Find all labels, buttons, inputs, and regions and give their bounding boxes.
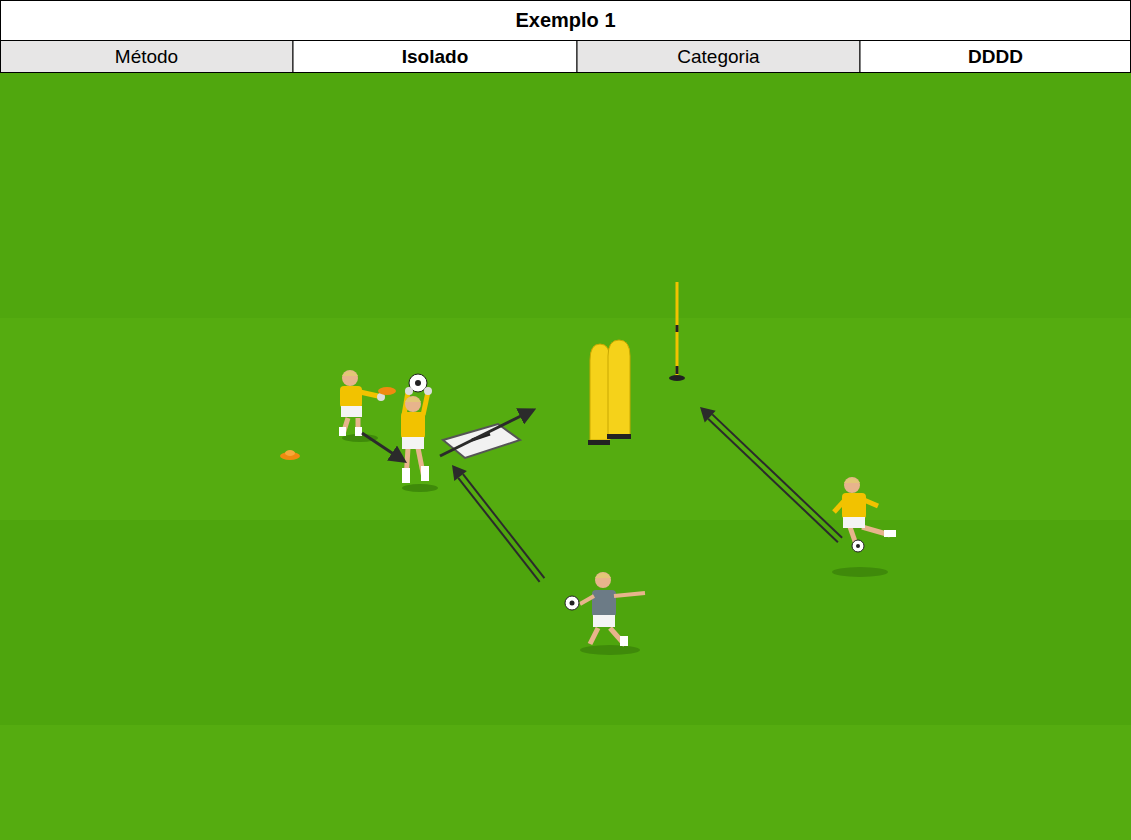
pole	[676, 282, 679, 376]
rebound-board	[443, 424, 520, 458]
goalkeeper	[401, 374, 438, 492]
sock	[355, 427, 362, 436]
hair	[844, 478, 860, 483]
arm	[360, 392, 378, 396]
table-cell	[293, 41, 577, 73]
head	[405, 396, 421, 412]
shadow	[832, 567, 888, 577]
goalkeeper	[339, 370, 396, 442]
glove	[405, 387, 413, 395]
movement-arrow	[362, 433, 404, 461]
shorts	[593, 615, 615, 627]
server-player	[565, 572, 645, 655]
table-cell: Método	[4, 40, 289, 73]
cone	[285, 450, 295, 456]
shorts	[341, 406, 362, 417]
hair	[595, 573, 611, 578]
ball	[852, 540, 864, 552]
arm	[614, 593, 645, 596]
pole-base	[669, 375, 685, 381]
sock	[339, 427, 346, 436]
head	[595, 572, 611, 588]
title-text: Exemplo 1	[515, 9, 615, 32]
cell-text: Isolado	[402, 46, 469, 68]
shorts	[402, 437, 424, 449]
sock	[884, 530, 896, 537]
cell-text: Categoria	[677, 46, 759, 68]
table-cell	[860, 41, 1131, 73]
arrow-line	[458, 478, 539, 582]
sock	[421, 466, 429, 481]
table-title: Exemplo 1	[0, 0, 1131, 40]
glove	[424, 387, 432, 395]
pole-band	[676, 366, 679, 374]
table-cell: DDDD	[864, 40, 1127, 73]
table-cell: Isolado	[297, 40, 573, 73]
arm	[423, 392, 428, 415]
ball-patch	[570, 601, 575, 606]
pole-band	[676, 325, 679, 332]
mannequin-wall	[588, 340, 631, 445]
mannequin	[590, 344, 610, 440]
hair	[342, 371, 358, 376]
mannequin-base	[588, 440, 610, 445]
shirt	[592, 590, 616, 617]
sock	[620, 636, 628, 646]
mannequin-base	[607, 434, 631, 439]
head	[844, 477, 860, 493]
arrow-head	[700, 407, 716, 422]
sock	[402, 468, 410, 483]
cone	[378, 387, 396, 395]
shirt	[401, 412, 425, 439]
arrow-line	[708, 419, 838, 542]
board	[443, 424, 520, 458]
table-cell	[577, 41, 860, 73]
cell-text: DDDD	[968, 46, 1023, 68]
shirt	[842, 493, 866, 519]
shadow	[402, 484, 438, 492]
pass-arrow	[452, 465, 544, 582]
table-cell	[1, 41, 294, 73]
arrow-head	[452, 465, 467, 481]
shadow	[580, 645, 640, 655]
arrow-line	[463, 474, 544, 578]
slalom-pole	[669, 282, 685, 381]
ball	[565, 596, 579, 610]
pitch-stripe	[0, 318, 1131, 520]
pass-arrow	[700, 407, 842, 542]
pitch-stripe	[0, 520, 1131, 725]
mannequin	[608, 340, 630, 436]
shorts	[843, 517, 865, 528]
leg	[590, 628, 598, 644]
ball-patch	[856, 544, 860, 548]
head	[342, 370, 358, 386]
arrow-line	[712, 414, 842, 537]
arm	[834, 500, 845, 512]
goalkeeper	[832, 477, 896, 577]
arm	[580, 596, 594, 604]
table-cell: Categoria	[581, 40, 856, 73]
arm	[864, 500, 878, 506]
shirt	[340, 386, 362, 408]
pitch-stripe	[0, 73, 1131, 318]
movement-arrow	[440, 410, 533, 456]
title-cell	[1, 1, 1131, 41]
hair	[405, 397, 421, 402]
pitch-stripe	[0, 725, 1131, 840]
ball-patch	[415, 380, 421, 386]
cell-text: Método	[115, 46, 178, 68]
